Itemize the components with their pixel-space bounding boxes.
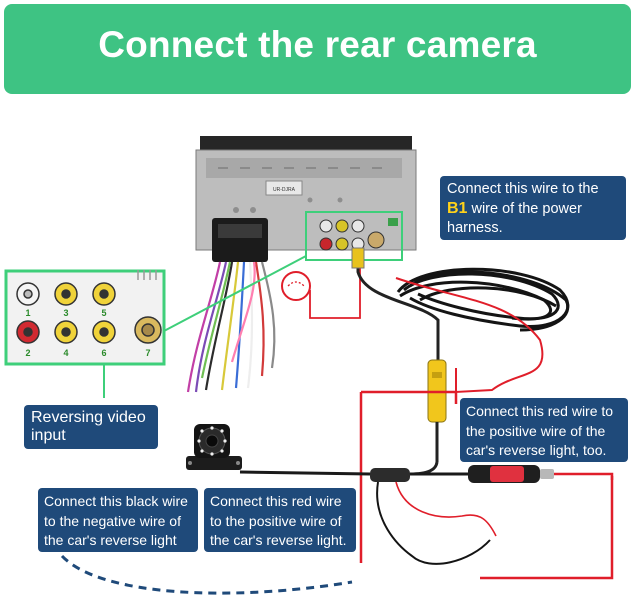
b1-callout-line2: B1 wire of the power [447,199,619,219]
camera-plug-tip [540,469,554,479]
red-line2: to the positive wire of [210,512,342,529]
rca-num-2: 2 [25,348,30,358]
camera-bracket [186,456,242,470]
video-plug-top [351,247,365,269]
rca-num-1: 1 [25,308,30,318]
chassis-holes [233,197,343,213]
red-line3: the car's reverse light. [210,532,347,548]
red-reverse-line2: the positive wire of the [466,422,606,439]
black-line2: to the negative wire of [44,512,181,529]
coiled-cable [396,267,570,332]
red-wire-b1 [395,277,544,394]
b1-indicator-line [309,260,361,319]
rca-block-jacks [319,219,385,251]
camera-power-red [395,481,497,537]
black-line3: the car's reverse light [44,532,177,548]
red-reverse-frame-top [361,390,458,404]
red-line1: Connect this red wire [210,493,342,509]
harness-wires [186,261,276,393]
rca-num-5: 5 [101,308,106,318]
red-reverse-too-callout: Connect this red wire to the positive wi… [460,398,628,462]
ce-mark [388,218,398,226]
page-title: Connect the rear camera [98,24,537,65]
unit-label: UR-DJRA [273,187,296,193]
rca-enlargement: 1 3 5 2 4 6 7 [4,255,307,398]
b1-callout-line2-rest: wire of the power [467,201,582,217]
unit-sticker [265,180,303,196]
reversing-line2: input [31,427,66,444]
red-reverse-line3: car's reverse light, too. [466,442,607,458]
rca-num-7: 7 [145,348,150,358]
negative-dashed-line [60,554,353,595]
reversing-line1: Reversing video [31,409,146,426]
b1-callout-line3: harness. [447,220,503,236]
head-unit: UR-DJRA [195,136,417,262]
rear-camera [186,424,242,470]
reversing-video-callout: Reversing video input [24,405,158,449]
b1-key: B1 [447,200,468,217]
b1-callout: Connect this wire to the B1 wire of the … [440,176,626,240]
rca-num-3: 3 [63,308,68,318]
red-reverse-frame-right [480,476,614,580]
red-wire-callout: Connect this red wire to the positive wi… [204,488,356,552]
red-reverse-line1: Connect this red wire to [466,403,614,419]
rca-num-4: 4 [63,348,68,358]
camera-power-black [376,481,491,565]
camera-plug-red [490,466,524,482]
video-cable-top [356,254,440,366]
black-wire-callout: Connect this black wire to the negative … [38,488,198,552]
b1-wire-circle [281,271,311,301]
b1-callout-line1: Connect this wire to the [447,181,599,197]
black-line1: Connect this black wire [44,493,188,509]
camera-cable-junction [370,468,410,482]
iso-connector-pins [218,224,262,238]
title-banner: Connect the rear camera [4,4,631,94]
rca-num-6: 6 [101,348,106,358]
camera-cable [239,470,470,476]
head-unit-vent [206,158,402,178]
